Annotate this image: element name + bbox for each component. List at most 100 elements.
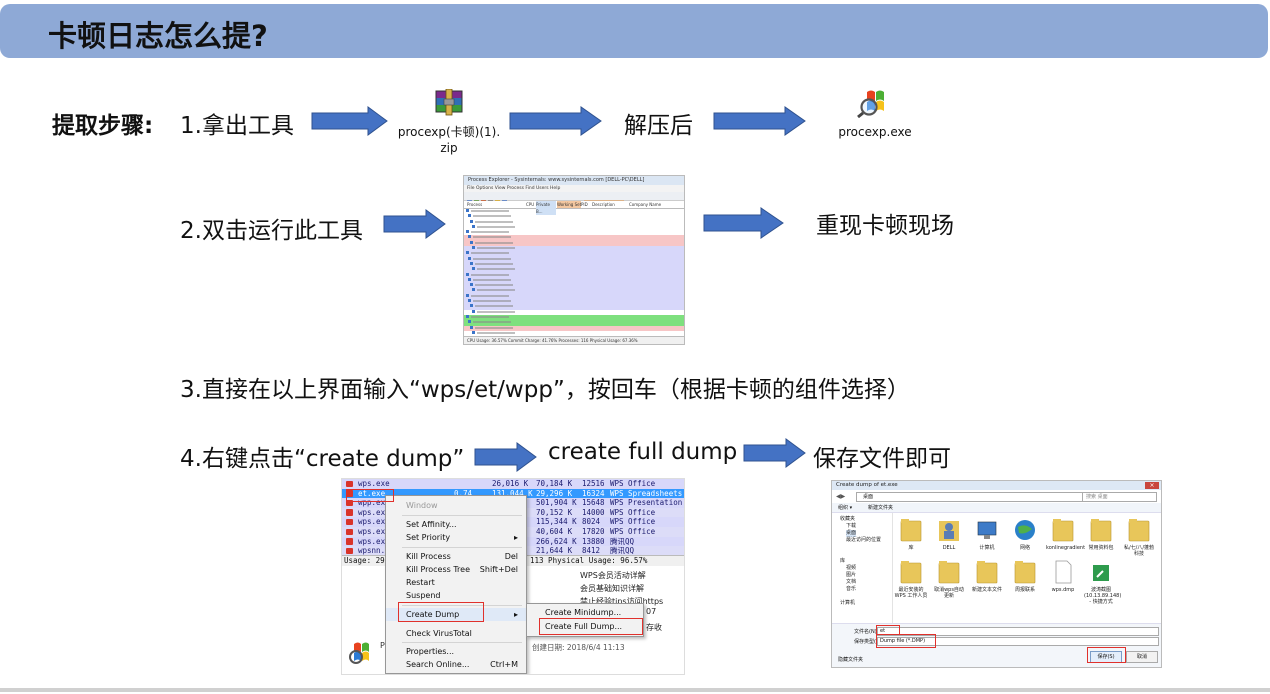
bg-item: WPS会员活动详解 <box>580 571 646 580</box>
folder-icon <box>938 561 960 584</box>
save-text: 保存文件即可 <box>813 446 951 472</box>
arrow-right-icon <box>311 106 388 136</box>
filetype-select[interactable]: Dump file (*.DMP) <box>877 637 1159 646</box>
process-row[interactable] <box>464 235 684 241</box>
process-row[interactable] <box>464 288 684 294</box>
file-icon-label: 新建文本文件 <box>971 587 1002 593</box>
process-row[interactable] <box>464 209 684 215</box>
menu-item-set-priority[interactable]: Set Priority ▸ <box>386 531 526 544</box>
menu-item-check-virustotal[interactable]: Check VirusTotal <box>406 629 472 638</box>
toolbar <box>464 192 684 205</box>
menu-item-properties[interactable]: Properties... <box>406 647 455 656</box>
process-row[interactable] <box>464 230 684 236</box>
organize-button[interactable]: 组织 ▾ <box>838 505 853 511</box>
file-icon[interactable]: konlinegradient <box>1046 517 1085 551</box>
nav-computer[interactable]: 计算机 <box>840 600 856 606</box>
folder-icon <box>1052 519 1074 542</box>
cancel-button[interactable]: 取消 <box>1126 651 1158 663</box>
process-row[interactable] <box>464 256 684 262</box>
process-row[interactable] <box>464 293 684 300</box>
nav-videos[interactable]: 视频 <box>846 565 857 571</box>
nav-music[interactable]: 音乐 <box>846 586 857 592</box>
file-icon[interactable]: 常用资料包 <box>1084 517 1118 551</box>
process-row[interactable] <box>464 330 684 337</box>
process-row[interactable] <box>464 219 684 225</box>
process-row[interactable] <box>464 246 684 252</box>
process-row[interactable] <box>464 299 684 305</box>
arrow-right-icon <box>509 106 602 136</box>
file-icon[interactable]: 周报联系 <box>1008 559 1042 593</box>
process-row[interactable] <box>464 283 684 289</box>
folder-icon <box>900 561 922 584</box>
menu-shortcut: Shift+Del <box>479 565 518 574</box>
nav-desktop[interactable]: 桌面 <box>846 530 857 537</box>
menu-item-window[interactable]: Window <box>406 501 438 510</box>
menu-item-search-online[interactable]: Search Online... Ctrl+M <box>386 658 526 671</box>
process-row[interactable] <box>464 261 684 268</box>
menu-item-set-affinity[interactable]: Set Affinity... <box>406 520 457 529</box>
page-title: 卡顿日志怎么提? <box>48 19 268 53</box>
menu-item-kill-process[interactable]: Kill Process Del <box>386 550 526 563</box>
cell-ws: 40,604 K <box>536 527 573 536</box>
cell-desc: WPS Office <box>610 527 656 536</box>
process-row[interactable] <box>464 320 684 326</box>
file-icon[interactable]: DELL <box>932 517 966 551</box>
process-row[interactable] <box>464 309 684 315</box>
file-icon[interactable]: 私/七/八/蓬勃科技 <box>1122 517 1156 557</box>
file-icon[interactable]: 计算机 <box>970 517 1004 551</box>
process-row[interactable] <box>464 214 684 220</box>
nav-favorites[interactable]: 收藏夹 <box>840 516 856 522</box>
file-icon[interactable]: 网络 <box>1008 517 1042 551</box>
process-row[interactable] <box>464 272 684 278</box>
process-row[interactable] <box>464 304 684 310</box>
menu-item-create-minidump[interactable]: Create Minidump... <box>545 608 622 617</box>
file-icon-label: 库 <box>908 545 914 551</box>
nav-pictures[interactable]: 图片 <box>846 572 857 578</box>
nav-downloads[interactable]: 下载 <box>846 523 857 529</box>
process-row[interactable] <box>464 277 684 284</box>
menu-item-create-dump[interactable]: Create Dump ▸ <box>386 608 526 621</box>
process-row[interactable] <box>464 325 684 331</box>
process-explorer-icon <box>349 642 369 664</box>
file-icon-label: wps.dmp <box>1051 587 1075 593</box>
address-bar[interactable]: 桌面 <box>856 492 1084 502</box>
file-icon[interactable]: wps.dmp <box>1046 559 1080 593</box>
status-bar: CPU Usage: 36.57% Commit Charge: 41.76% … <box>464 336 684 344</box>
close-icon[interactable]: × <box>1145 482 1159 489</box>
menu-item-kill-process-tree[interactable]: Kill Process Tree Shift+Del <box>386 563 526 576</box>
process-row[interactable] <box>464 314 684 321</box>
file-icon[interactable]: 库 <box>894 517 928 551</box>
process-row[interactable] <box>464 240 684 247</box>
window-title: Process Explorer - Sysinternals: www.sys… <box>464 176 684 185</box>
menu-bar: File Options View Process Find Users Hel… <box>464 185 684 192</box>
file-icon[interactable]: 波涛截图 (10.13.89.148) - 快捷方式 <box>1084 559 1121 605</box>
hide-folders-toggle[interactable]: 隐藏文件夹 <box>838 657 864 663</box>
wps-app-icon <box>346 547 353 555</box>
menu-item-restart[interactable]: Restart <box>406 578 435 587</box>
filename-label: 文件名(N): <box>854 629 879 635</box>
cell-desc: WPS Office <box>610 479 656 488</box>
new-folder-button[interactable]: 新建文件夹 <box>868 505 894 511</box>
menu-item-create-full-dump[interactable]: Create Full Dump... <box>545 622 623 631</box>
process-row[interactable] <box>464 267 684 273</box>
search-input[interactable]: 搜索 桌面 <box>1082 492 1157 502</box>
cell-name: wps.exe <box>358 479 390 488</box>
menu-item-suspend[interactable]: Suspend <box>406 591 441 600</box>
file-icon[interactable]: 新建文本文件 <box>970 559 1004 593</box>
wps-app-icon <box>346 480 353 487</box>
file-icon[interactable]: 最近安装的WPS 工作人员 <box>894 559 928 599</box>
nav-documents[interactable]: 文档 <box>846 579 857 585</box>
file-icon[interactable]: 取消wps自动更新 <box>932 559 966 599</box>
nav-recent[interactable]: 最近访问的位置 <box>846 537 882 543</box>
filename-input[interactable]: et <box>877 627 1159 636</box>
back-forward-icon[interactable]: ◀▶ <box>836 493 846 500</box>
cell-desc: WPS Office <box>610 517 656 527</box>
nav-libraries[interactable]: 库 <box>840 558 846 564</box>
step4-text: 4.右键点击“create dump” <box>180 446 465 472</box>
process-row[interactable] <box>464 251 684 257</box>
process-row[interactable] <box>464 224 684 231</box>
cell-pid: 8412 <box>582 546 601 556</box>
create-dump-submenu: Create Minidump... Create Full Dump... <box>526 603 644 637</box>
